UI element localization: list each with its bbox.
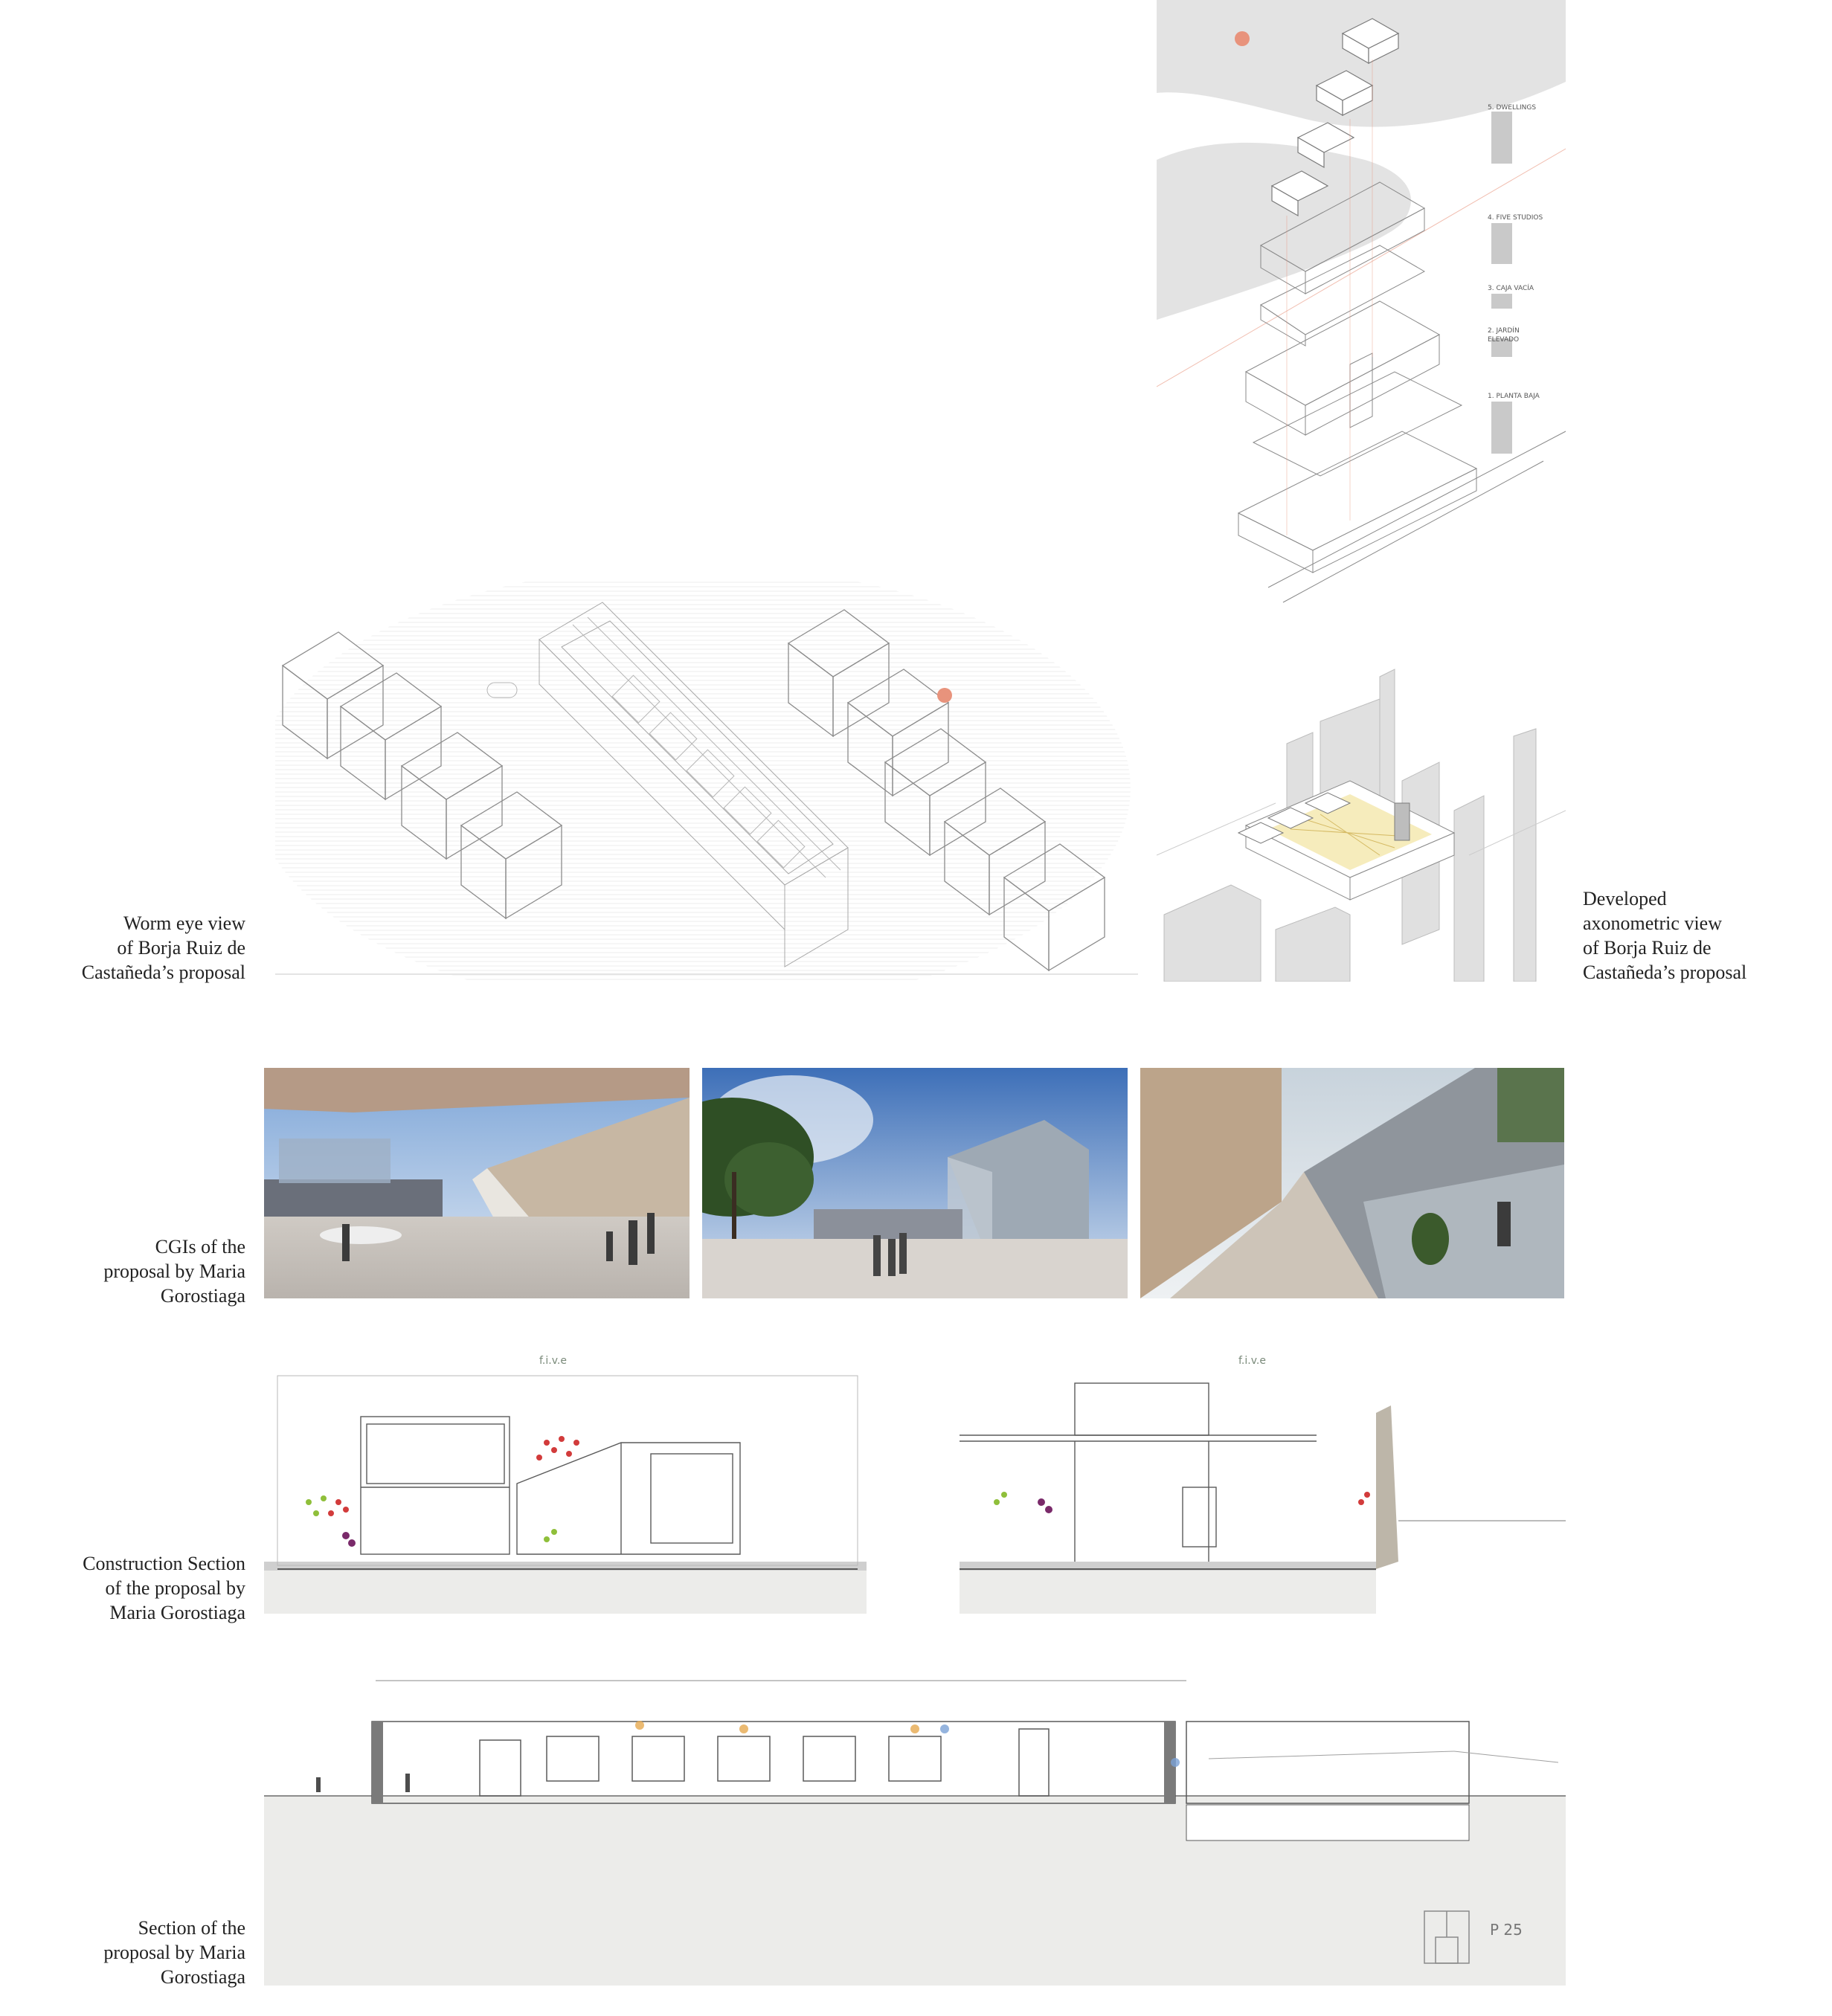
page-number-badge: P 25: [1421, 1907, 1547, 1971]
caption-section: Section of the proposal by Maria Gorosti…: [103, 1916, 245, 1989]
page-number: P 25: [1490, 1921, 1523, 1939]
caption-line: Developed: [1583, 888, 1667, 909]
caption-line: of Borja Ruiz de: [1583, 937, 1712, 959]
long-section-drawing: [264, 1632, 1566, 1986]
axo-label-2a: 2. JARDÍN: [1488, 327, 1520, 335]
cgi-image-3: [1140, 1068, 1564, 1298]
worm-eye-view-drawing: [275, 580, 1138, 982]
axo-label-4: 4. FIVE STUDIOS: [1488, 214, 1543, 222]
exploded-axonometric-drawing: 5. DWELLINGS 4. FIVE STUDIOS 3. CAJA VAC…: [1157, 0, 1566, 632]
caption-line: CGIs of the: [155, 1236, 245, 1257]
caption-line: axonometric view: [1583, 912, 1722, 934]
caption-line: Castañeda’s proposal: [81, 962, 245, 983]
caption-cgis: CGIs of the proposal by Maria Gorostiaga: [103, 1234, 245, 1308]
caption-line: Castañeda’s proposal: [1583, 962, 1747, 983]
axo-label-5: 5. DWELLINGS: [1488, 104, 1537, 112]
caption-worm-eye-view: Worm eye view of Borja Ruiz de Castañeda…: [82, 911, 245, 985]
caption-line: Construction Section: [83, 1553, 245, 1574]
caption-line: proposal by Maria: [103, 1942, 245, 1963]
caption-line: Section of the: [138, 1917, 245, 1939]
cgi-image-1: [264, 1068, 690, 1298]
accent-dot: [1235, 31, 1250, 46]
construction-section-right: f.i.v.e: [960, 1353, 1566, 1614]
caption-line: Worm eye view: [123, 912, 245, 934]
caption-line: proposal by Maria: [103, 1260, 245, 1282]
caption-line: Gorostiaga: [160, 1285, 245, 1307]
caption-construction-section: Construction Section of the proposal by …: [83, 1551, 245, 1625]
caption-line: of the proposal by: [105, 1577, 245, 1599]
cgi-image-2: [702, 1068, 1128, 1298]
caption-line: Maria Gorostiaga: [109, 1602, 245, 1623]
construction-section-left: f.i.v.e: [264, 1353, 867, 1614]
urban-axonometric-drawing: [1157, 632, 1566, 982]
section-logo: f.i.v.e: [539, 1355, 567, 1367]
accent-dot: [937, 688, 952, 703]
caption-line: Gorostiaga: [160, 1966, 245, 1988]
caption-axonometric-view: Developed axonometric view of Borja Ruiz…: [1583, 886, 1746, 985]
axo-label-1: 1. PLANTA BAJA: [1488, 393, 1540, 400]
axo-label-2b: ELEVADO: [1488, 336, 1520, 344]
section-logo-right: f.i.v.e: [1238, 1355, 1266, 1367]
caption-line: of Borja Ruiz de: [117, 937, 245, 959]
axo-label-3: 3. CAJA VACÍA: [1488, 285, 1534, 292]
